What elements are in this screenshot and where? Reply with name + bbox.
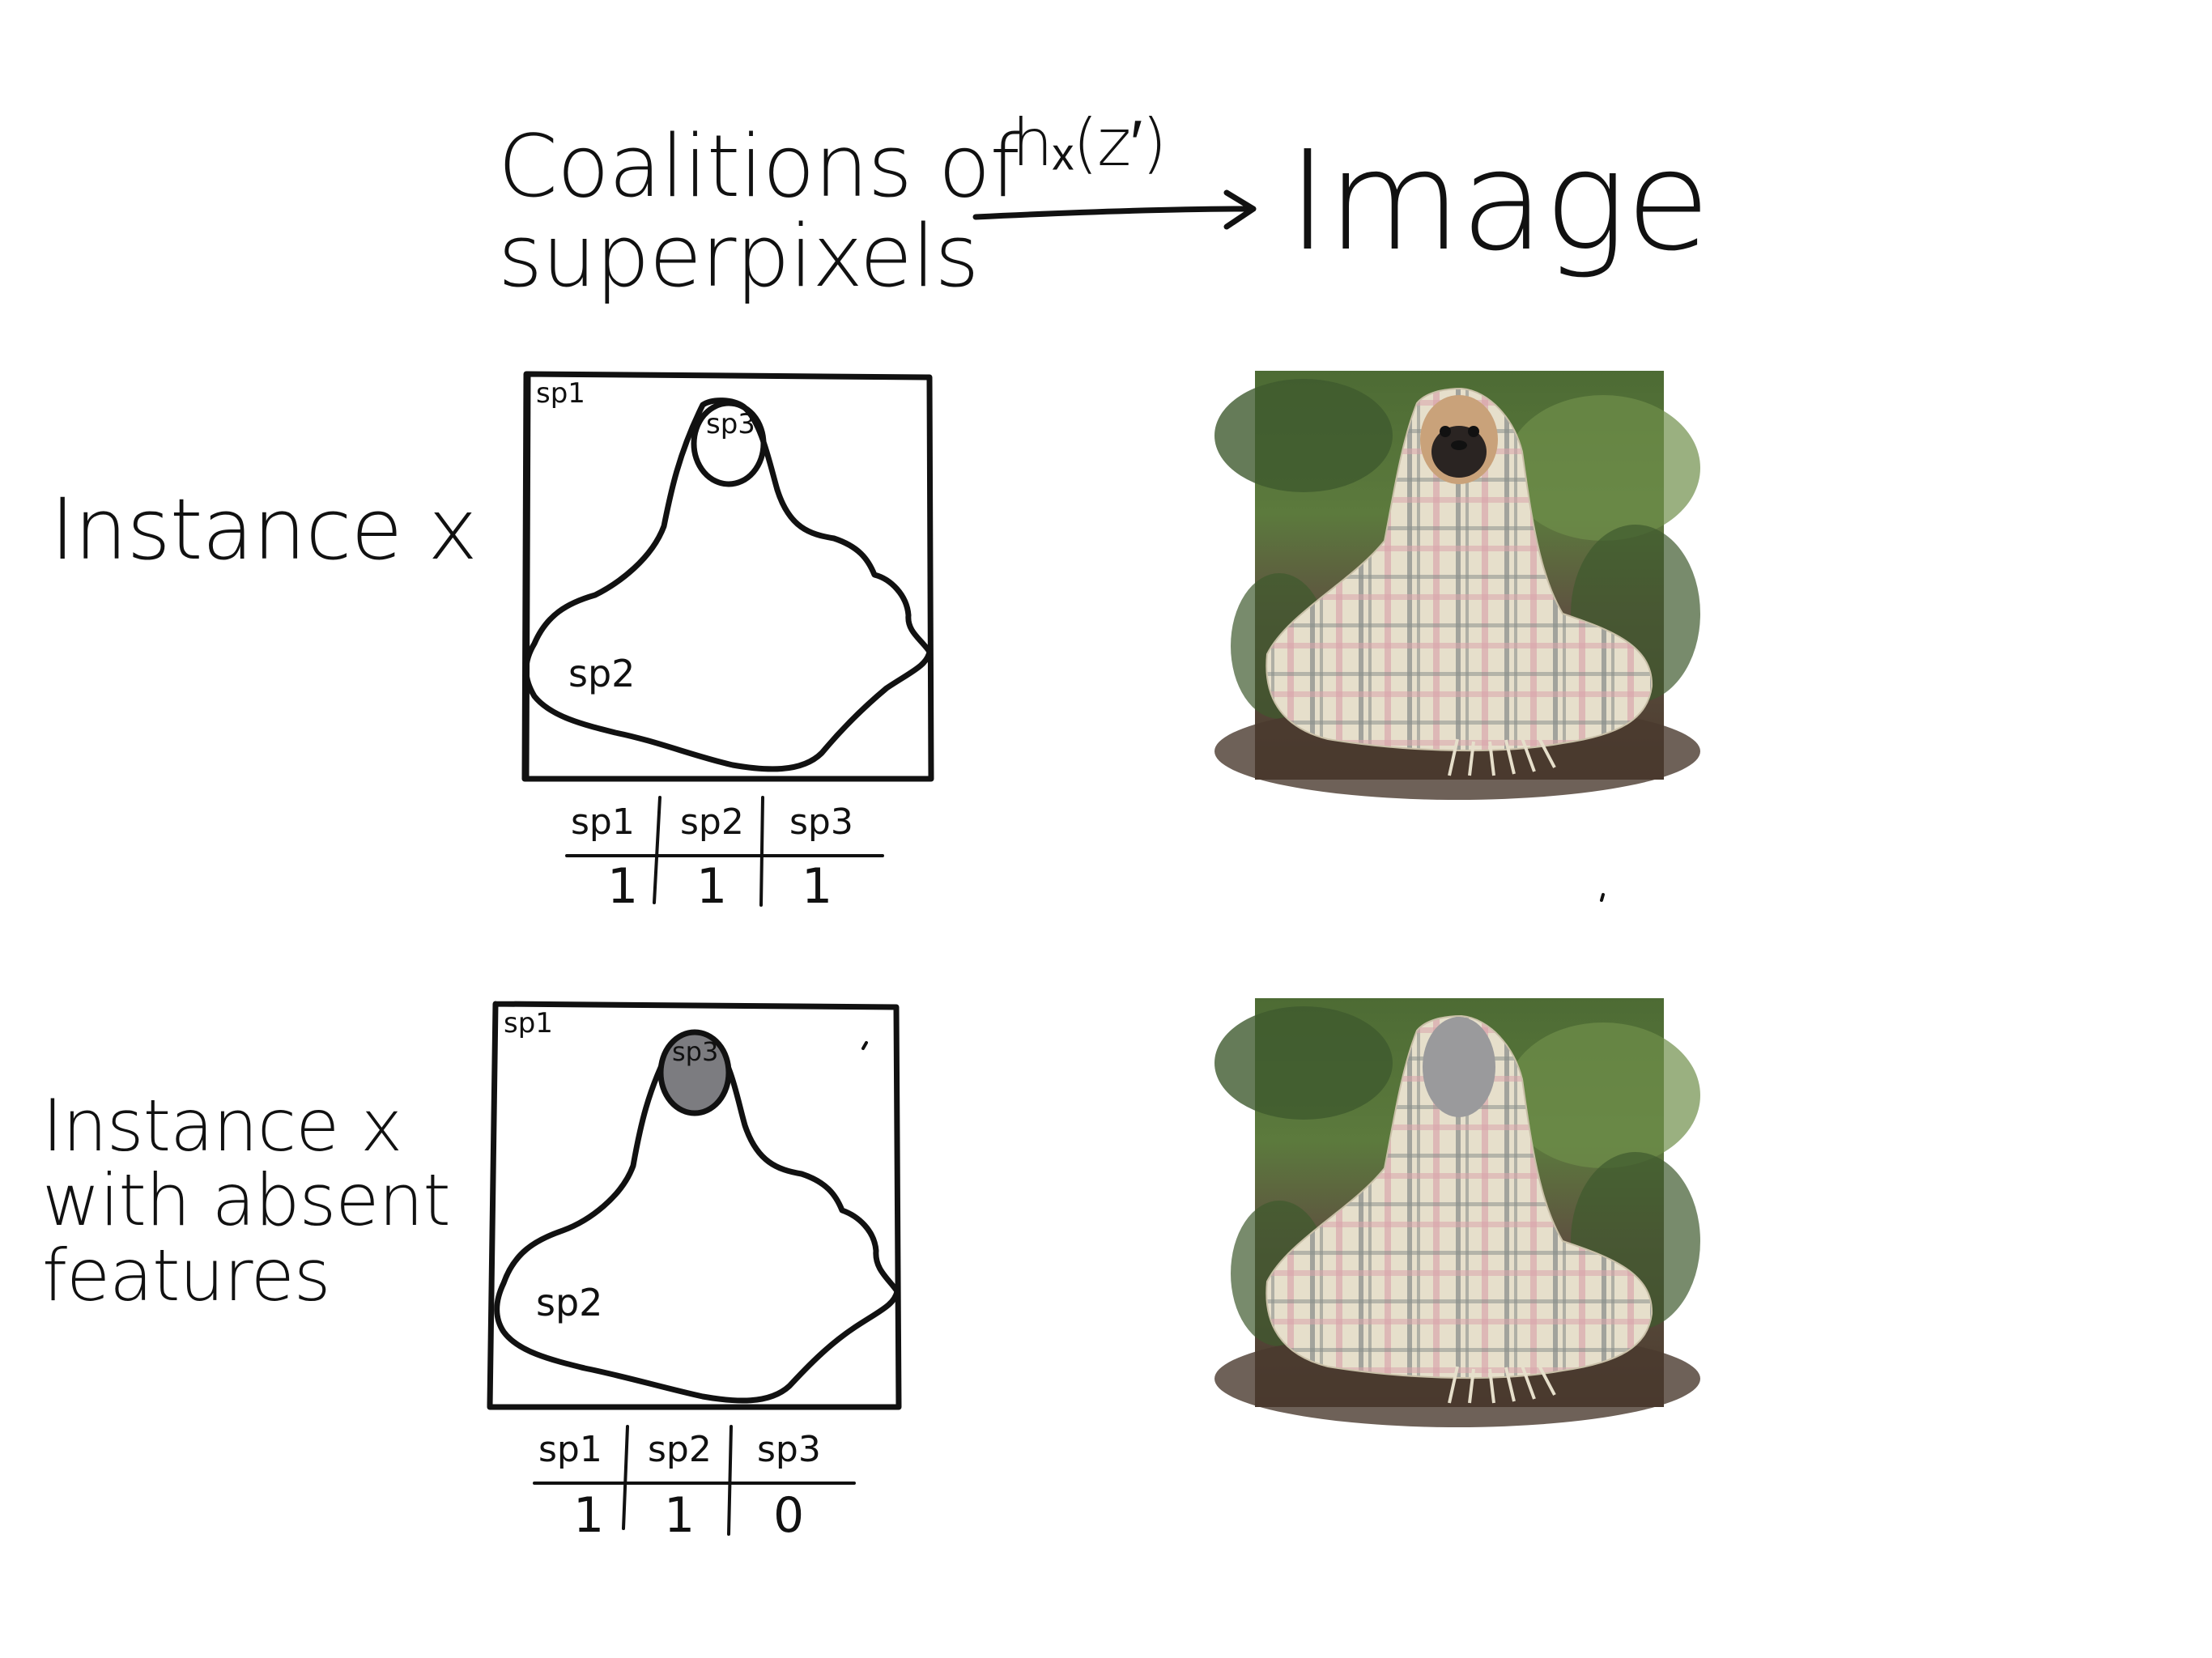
- table2-header-sp2: sp2: [648, 1429, 712, 1470]
- sketch-frame: [487, 1001, 902, 1410]
- mapping-function-label: hₓ(z′): [1012, 105, 1167, 181]
- table1-value-sp1: 1: [607, 858, 638, 915]
- sketch2-label-sp2: sp2: [536, 1281, 602, 1324]
- image-title: Image: [1287, 121, 1711, 282]
- right-arrow-icon: [972, 189, 1257, 230]
- superpixel-sp2-outline: [523, 397, 933, 772]
- table1-header-sp2: sp2: [680, 801, 744, 843]
- sketch2-label-sp1: sp1: [504, 1007, 553, 1039]
- coalitions-title: Coalitions of superpixels: [498, 117, 1020, 307]
- table1-header-sp3: sp3: [789, 801, 853, 843]
- table2-value-sp1: 1: [573, 1487, 604, 1544]
- table1-value-sp2: 1: [696, 858, 727, 915]
- superpixel-sp2-outline: [494, 1035, 900, 1404]
- table2-header-sp3: sp3: [757, 1429, 821, 1470]
- sketch2-label-sp3: sp3: [672, 1036, 718, 1067]
- photo-pug-full: [1213, 369, 1702, 801]
- masked-face-region: [1423, 1017, 1495, 1117]
- pug-face: [1420, 395, 1498, 484]
- superpixel-sp3-outline: [691, 400, 767, 487]
- table1-value-sp3: 1: [802, 858, 832, 915]
- sketch-frame: [521, 371, 934, 782]
- table1-header-sp1: sp1: [571, 801, 635, 843]
- table2-header-sp1: sp1: [538, 1429, 602, 1470]
- table2-value-sp3: 0: [773, 1487, 804, 1544]
- sketch1-label-sp3: sp3: [706, 408, 755, 440]
- sketch1-label-sp2: sp2: [568, 652, 635, 695]
- table2-value-sp2: 1: [664, 1487, 695, 1544]
- photo-pug-masked: [1213, 997, 1702, 1429]
- sketch1-label-sp1: sp1: [536, 377, 585, 410]
- superpixel-sp3-absent-fill: [657, 1029, 732, 1116]
- row-label-instance-absent: Instance x with absent features: [42, 1084, 451, 1317]
- row-label-instance: Instance x: [50, 480, 478, 579]
